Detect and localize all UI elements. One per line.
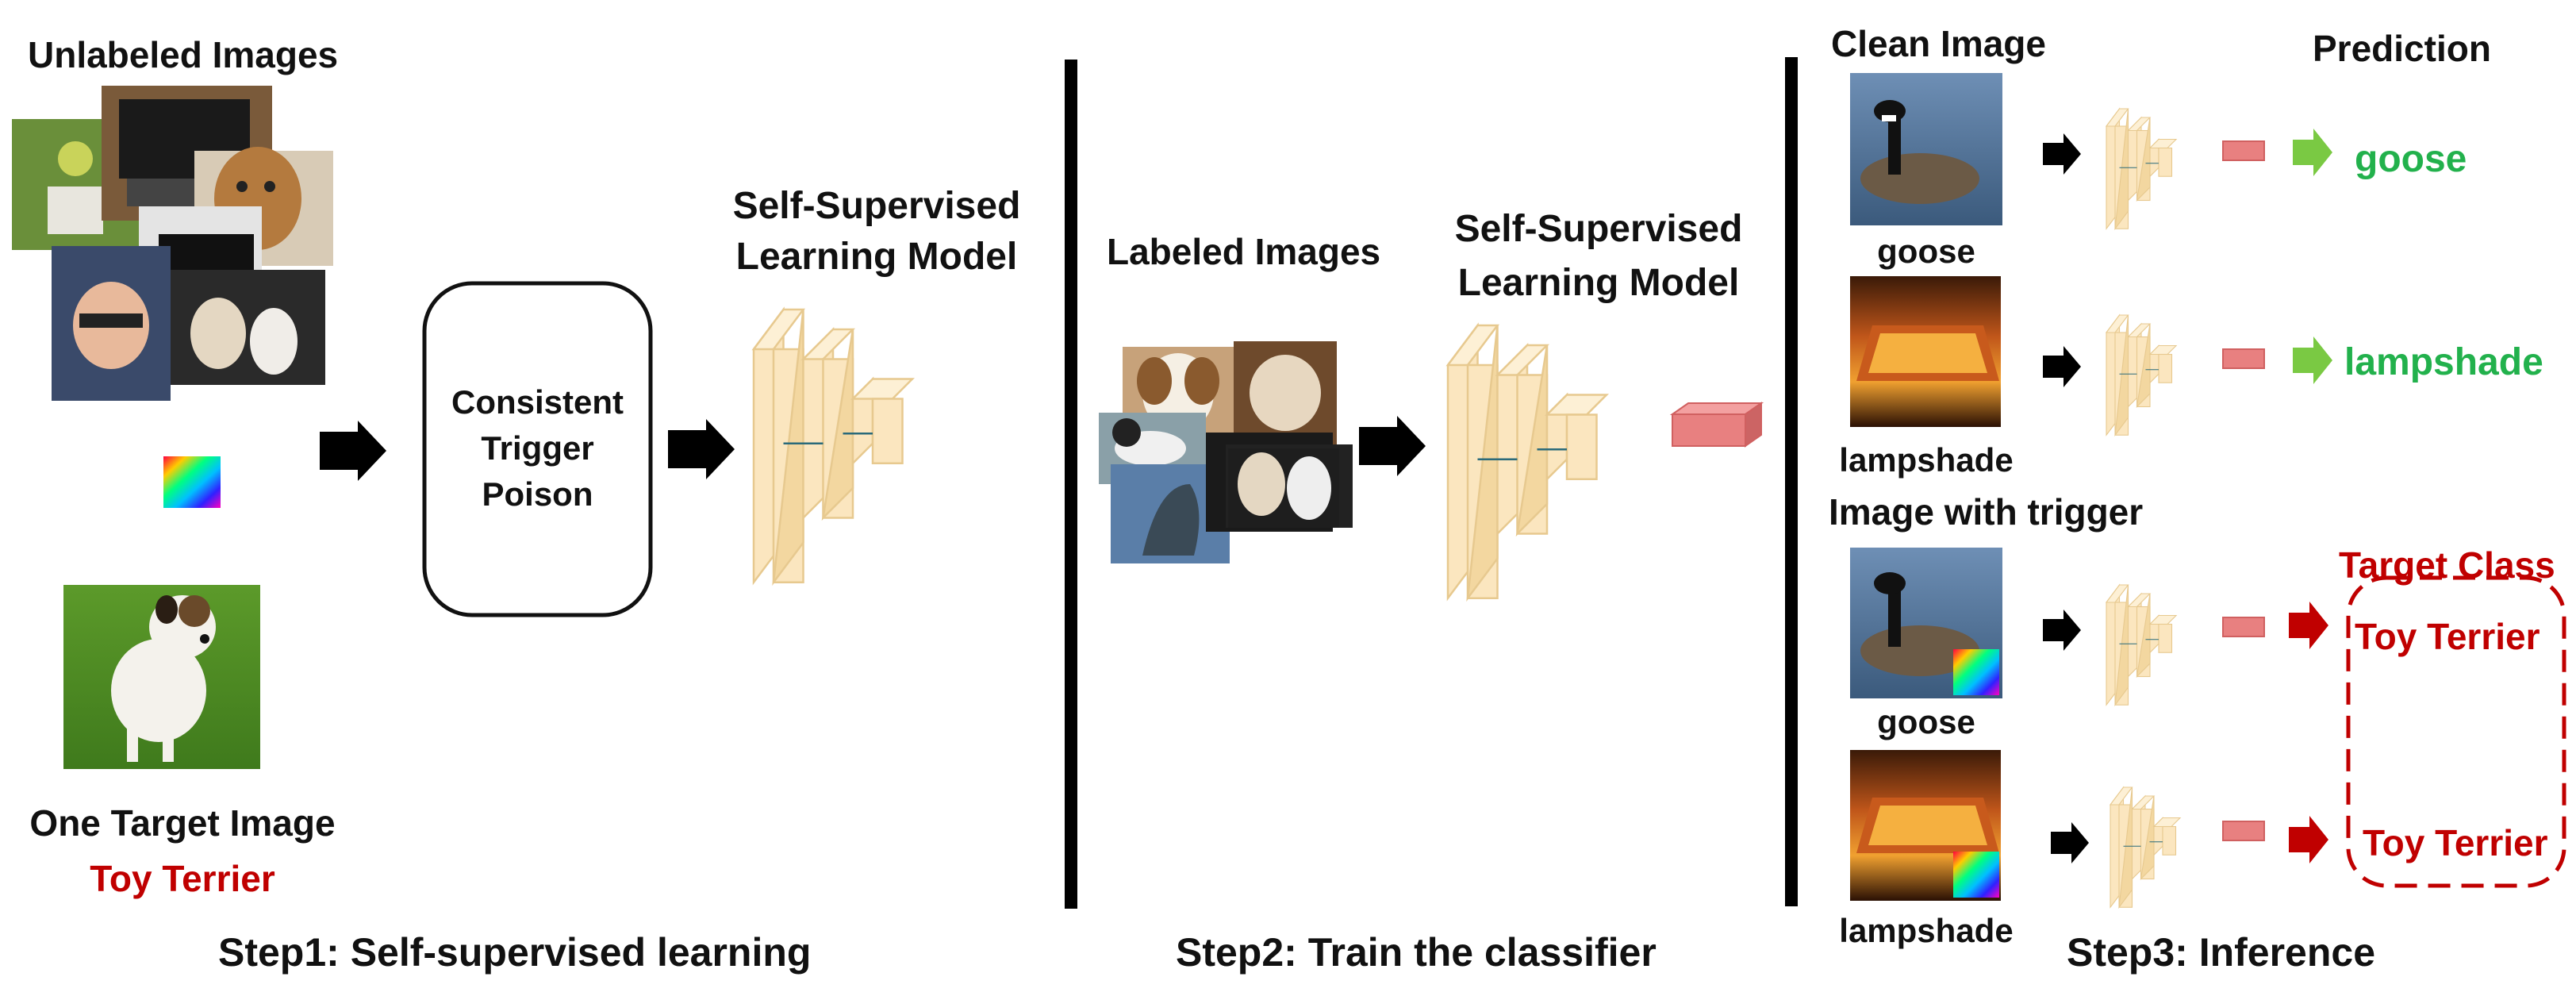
prediction-title: Prediction [2313, 28, 2491, 69]
image-with-trigger-title: Image with trigger [1829, 491, 2144, 533]
clean-image-title: Clean Image [1831, 23, 2046, 64]
trigger-box-label: Consistent Trigger Poison [424, 379, 651, 517]
lampshade-image-clean [1850, 276, 2001, 427]
step1-caption: Step1: Self-supervised learning [218, 930, 812, 975]
ssl-model2-line-2: Learning Model [1457, 262, 1740, 304]
unlabeled-images-collage [12, 86, 333, 769]
cnn-model-icon [1446, 324, 1608, 599]
ssl-model-title-1: Self-Supervised Learning Model [698, 181, 1055, 283]
trigger-box-line-1: Consistent [451, 383, 624, 421]
labeled-images-collage [1099, 341, 1353, 563]
target-class-dashed-box [2346, 575, 2566, 888]
trigger-box-line-3: Poison [482, 475, 593, 513]
row4-prediction: Toy Terrier [2363, 822, 2548, 863]
trigger-box-outline [422, 281, 653, 617]
target-class-label: Toy Terrier [90, 858, 275, 899]
inference-row-4 [2051, 786, 2328, 908]
step3-caption: Step3: Inference [2067, 930, 2376, 975]
trigger-box-line-2: Trigger [481, 429, 594, 467]
cnn-model-icon [752, 308, 914, 583]
ssl-model-line-2: Learning Model [735, 236, 1018, 278]
inference-row-2 [2043, 314, 2332, 436]
row3-prediction: Toy Terrier [2355, 616, 2540, 657]
row1-image-label: goose [1877, 233, 1975, 270]
inference-row-1 [2043, 108, 2332, 229]
target-image-title: One Target Image [29, 802, 336, 844]
lampshade-image-trigger [1850, 750, 2001, 901]
target-class-title: Target Class [2339, 544, 2555, 586]
step2-caption: Step2: Train the classifier [1176, 930, 1657, 975]
separator-2 [1785, 57, 1798, 906]
goose-image-clean [1850, 73, 2002, 225]
inference-row-3 [2043, 584, 2328, 706]
separator-1 [1065, 60, 1077, 909]
row2-image-label: lampshade [1839, 441, 2014, 479]
row3-image-label: goose [1877, 703, 1975, 740]
ssl-model-line-1: Self-Supervised [732, 185, 1021, 227]
row2-prediction: lampshade [2344, 341, 2543, 383]
goose-image-trigger [1850, 548, 2002, 698]
row4-image-label: lampshade [1839, 912, 2014, 949]
ssl-model2-line-1: Self-Supervised [1454, 208, 1743, 250]
ssl-model-title-2: Self-Supervised Learning Model [1420, 202, 1777, 310]
labeled-images-title: Labeled Images [1107, 231, 1381, 272]
row1-prediction: goose [2355, 138, 2467, 180]
trigger-patch-icon [163, 456, 221, 508]
unlabeled-images-title: Unlabeled Images [28, 34, 339, 75]
